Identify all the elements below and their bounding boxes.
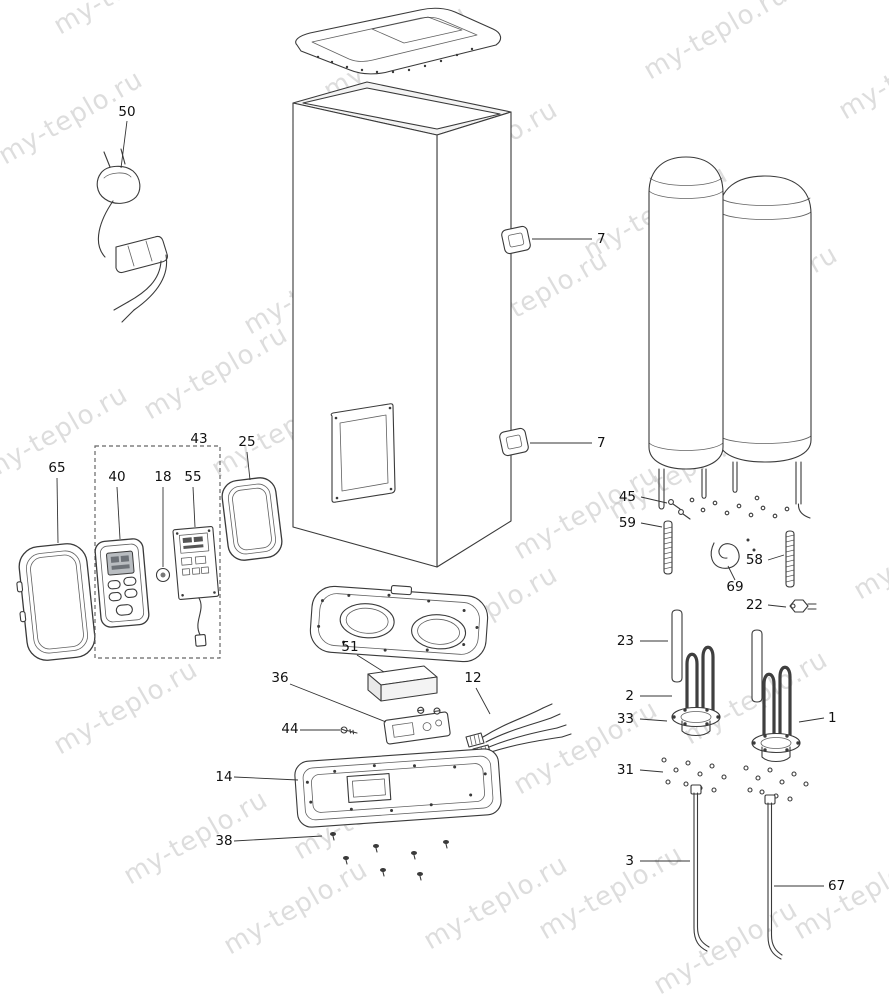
- part-label-44: 44: [281, 721, 298, 737]
- part-label-59: 59: [619, 515, 636, 531]
- part-label-38: 38: [215, 833, 232, 849]
- part-label-51: 51: [341, 639, 358, 655]
- leader-line-51: [356, 654, 385, 673]
- watermark-text: my-teplo.ru: [49, 0, 204, 41]
- part-label-1: 1: [828, 710, 837, 726]
- side-bracket-upper: [501, 225, 531, 255]
- anode-58: [785, 530, 795, 588]
- part-label-2: 2: [625, 688, 634, 704]
- inner-tank-left: [648, 156, 724, 510]
- part-label-58: 58: [746, 552, 763, 568]
- leader-line-38: [233, 835, 323, 842]
- part-label-33: 33: [617, 711, 634, 727]
- leader-line-22: [767, 604, 787, 608]
- part-label-67: 67: [828, 878, 845, 894]
- watermark-text: my-teplo.ru: [139, 319, 294, 426]
- door-gasket-65: [16, 543, 96, 661]
- leader-line-25: [246, 451, 251, 481]
- sleeve-tube-right: [751, 629, 763, 703]
- part-label-65: 65: [48, 460, 65, 476]
- watermark-text: my-teplo.ru: [639, 0, 794, 86]
- spacer-block-51: [367, 665, 438, 702]
- casing-body: [292, 81, 512, 568]
- inner-tank-right: [718, 175, 812, 519]
- control-panel-40: [94, 538, 150, 628]
- leader-line-50: [120, 120, 128, 169]
- watermark-text: my-teplo.ru: [509, 694, 664, 801]
- bracket-36: [383, 706, 451, 745]
- knob-18: [155, 567, 171, 583]
- mounting-plate: [309, 584, 489, 663]
- wire-clamp-69: [710, 538, 756, 569]
- drain-valve-22: [789, 599, 817, 613]
- bottom-cover-14: [294, 748, 502, 828]
- watermark-text: my-teplo.ru: [119, 784, 274, 891]
- display-gasket-25: [221, 477, 283, 561]
- heating-element-left: [685, 645, 715, 714]
- leader-line-14: [233, 776, 299, 781]
- leader-line-58: [767, 554, 785, 561]
- part-label-7a: 7: [597, 231, 606, 247]
- leader-line-59: [640, 522, 663, 528]
- leader-line-33: [639, 718, 668, 722]
- part-label-55: 55: [184, 469, 201, 485]
- watermark-text: my-teplo.ru: [219, 854, 374, 961]
- leader-line-45: [640, 496, 668, 504]
- part-label-50: 50: [118, 104, 135, 120]
- part-label-14: 14: [215, 769, 232, 785]
- leader-line-12: [475, 687, 491, 715]
- watermark-text: my-teplo.ru: [834, 19, 889, 126]
- part-label-18: 18: [154, 469, 171, 485]
- screw-44: [340, 726, 358, 735]
- part-label-7b: 7: [597, 435, 606, 451]
- part-label-23: 23: [617, 633, 634, 649]
- leader-line-40: [116, 486, 121, 540]
- side-bracket-lower: [499, 427, 529, 457]
- watermark-text: my-teplo.ru: [649, 894, 804, 1000]
- part-label-40: 40: [108, 469, 125, 485]
- power-cord: [96, 148, 168, 323]
- watermark-text: my-teplo.ru: [49, 654, 204, 761]
- leader-line-36: [289, 683, 387, 723]
- leader-line-69: [727, 565, 736, 581]
- part-label-69: 69: [726, 579, 743, 595]
- part-label-45: 45: [619, 489, 636, 505]
- part-label-36: 36: [271, 670, 288, 686]
- part-label-3: 3: [625, 853, 634, 869]
- heating-element-right-1: [743, 665, 809, 802]
- part-label-25: 25: [238, 434, 255, 450]
- top-cover: [295, 7, 502, 75]
- thermostat-probe-67: [764, 794, 783, 960]
- thermostat-probe-3: [690, 784, 710, 952]
- leader-line-65: [56, 477, 59, 544]
- sleeve-tube-23: [671, 609, 683, 683]
- watermark-text: my-teplo.ru: [849, 499, 889, 606]
- window-cutout: [330, 403, 396, 503]
- pcb-55: [172, 526, 220, 647]
- screws-38: [330, 832, 449, 881]
- part-label-12: 12: [464, 670, 481, 686]
- anode-59: [663, 520, 673, 575]
- part-label-22: 22: [746, 597, 763, 613]
- screws-45: [668, 499, 691, 520]
- leader-line-1: [798, 717, 825, 723]
- leader-line-55: [192, 486, 196, 528]
- flange-33: [671, 706, 721, 737]
- part-label-31: 31: [617, 762, 634, 778]
- tank-stud-screws: [689, 495, 790, 519]
- leader-lines: [56, 120, 825, 887]
- leader-line-31: [639, 769, 664, 773]
- part-label-43: 43: [190, 431, 207, 447]
